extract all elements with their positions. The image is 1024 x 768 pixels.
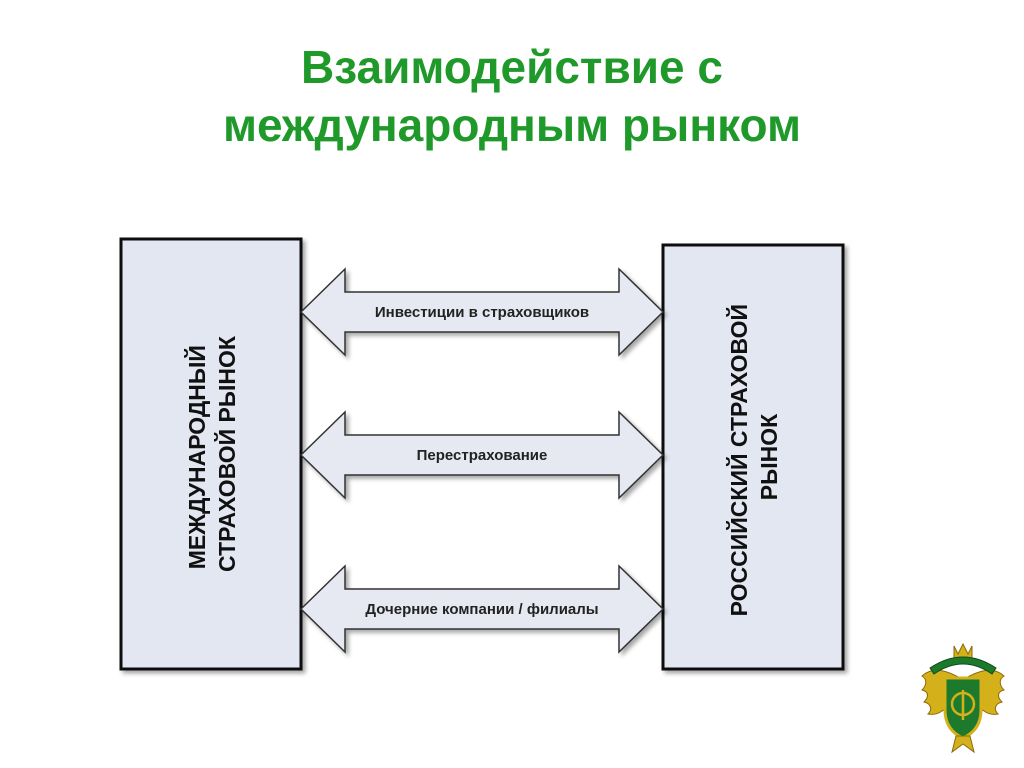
arrow-investments-label: Инвестиции в страховщиков xyxy=(375,304,589,321)
international-market-box: МЕЖДУНАРОДНЫЙ СТРАХОВОЙ РЫНОК xyxy=(119,237,303,671)
svg-text:РОССИЙСКИЙ СТРАХОВОЙ Р: РОССИЙСКИЙ СТРАХОВОЙ РЫНОК xyxy=(725,298,782,617)
international-market-label-line-2: СТРАХОВОЙ РЫНОК xyxy=(213,335,240,572)
russian-market-label-line-1: РОССИЙСКИЙ СТРАХОВОЙ xyxy=(725,304,752,616)
russian-market-label-line-2: РЫНОК xyxy=(756,413,782,500)
arrow-subsidiaries: Дочерние компании / филиалы xyxy=(299,564,665,654)
title-line-2: международным рынком xyxy=(222,99,802,151)
russian-market-box: РОССИЙСКИЙ СТРАХОВОЙ РЫНОК xyxy=(661,243,845,671)
arrow-investments: Инвестиции в страховщиков xyxy=(299,267,665,357)
arrow-reinsurance: Перестрахование xyxy=(299,410,665,500)
slide-title: Взаимодействие с международным рынком xyxy=(0,38,1024,154)
international-market-label-line-1: МЕЖДУНАРОДНЫЙ xyxy=(183,345,210,569)
ministry-of-finance-emblem-icon xyxy=(921,642,1005,754)
title-line-1: Взаимодействие с xyxy=(301,41,723,93)
arrow-reinsurance-label: Перестрахование xyxy=(417,447,548,464)
arrow-subsidiaries-label: Дочерние компании / филиалы xyxy=(365,601,598,618)
svg-text:МЕЖДУНАРОДНЫЙ СТРАХОВО: МЕЖДУНАРОДНЫЙ СТРАХОВОЙ РЫНОК xyxy=(183,335,240,572)
